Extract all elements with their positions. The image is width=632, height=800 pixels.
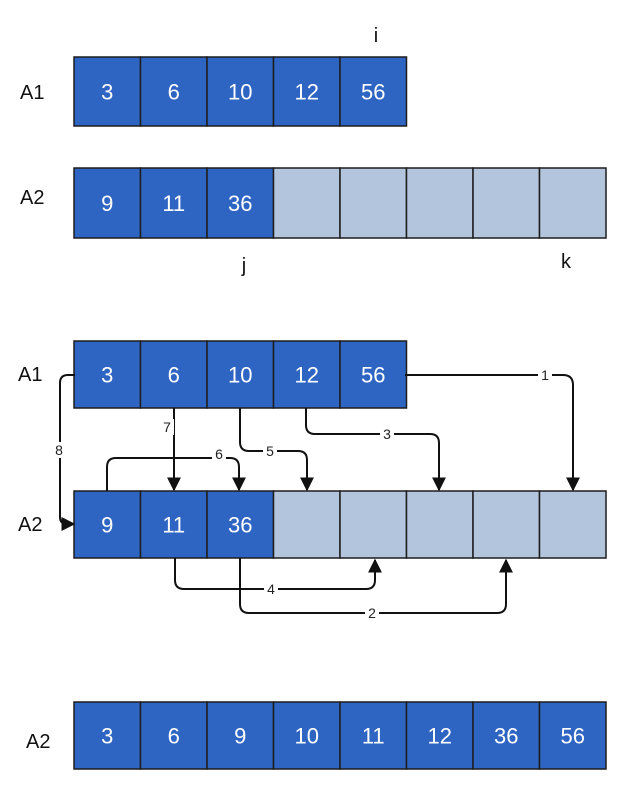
step-label-1: 1 [541, 367, 549, 383]
array-cell [206, 56, 275, 127]
array-cell-value: 3 [101, 363, 113, 388]
array-cell [206, 701, 275, 770]
array-cell-value: 56 [361, 80, 385, 105]
pointer-j-label: j [241, 255, 246, 277]
array-a2: 9 11 36 [73, 167, 607, 239]
array-a1: 3 6 10 12 56 [73, 340, 408, 409]
step-label-6: 6 [215, 446, 223, 462]
step-label-3: 3 [383, 426, 391, 442]
array-cell-empty [405, 490, 474, 559]
arrow-step-1 [405, 374, 580, 492]
array-cell [73, 167, 142, 239]
array-cell-value: 12 [428, 724, 452, 749]
array-cell [405, 701, 474, 770]
array-cell-value: 11 [162, 191, 185, 216]
array-cell-empty [339, 167, 408, 239]
array-cell [339, 56, 408, 127]
array-a2-label: A2 [18, 514, 42, 536]
array-cell [538, 701, 607, 770]
array-a1-label: A1 [20, 82, 44, 104]
array-a2-label: A2 [26, 731, 50, 753]
array-cell [272, 340, 341, 409]
array-cell-value: 36 [494, 724, 518, 749]
array-cell-empty [472, 167, 541, 239]
array-cell-value: 12 [295, 80, 319, 105]
array-cell-value: 12 [295, 363, 319, 388]
array-cell [206, 490, 275, 559]
arrow-step-3 [305, 408, 446, 492]
array-cell-empty [405, 167, 474, 239]
array-cell [139, 701, 208, 770]
array-cell-value: 36 [228, 191, 252, 216]
step-label-5: 5 [266, 443, 274, 459]
array-cell [73, 701, 142, 770]
array-cell [139, 167, 208, 239]
array-cell [206, 167, 275, 239]
pointer-i-label: i [374, 25, 378, 47]
array-cell-value: 3 [101, 80, 113, 105]
array-cell-value: 6 [168, 363, 180, 388]
array-cell [139, 56, 208, 127]
step-labels: 1 2 3 4 5 6 7 8 [52, 367, 552, 621]
array-cell-empty [538, 167, 607, 239]
array-a2-label: A2 [20, 187, 44, 209]
array-cell-value: 10 [228, 363, 252, 388]
array-cell-value: 6 [168, 80, 180, 105]
array-cell [139, 340, 208, 409]
array-cell-empty [272, 167, 341, 239]
array-cell-value: 9 [101, 513, 113, 538]
array-cell-value: 36 [228, 513, 252, 538]
pointer-k-label: k [561, 251, 572, 273]
array-cell-empty [272, 490, 341, 559]
array-cell-value: 10 [228, 80, 252, 105]
step-label-2: 2 [368, 605, 376, 621]
array-a1-label: A1 [18, 364, 42, 386]
array-cell [472, 701, 541, 770]
array-cell [339, 340, 408, 409]
array-cell-empty [472, 490, 541, 559]
array-cell-value: 11 [162, 513, 185, 538]
array-a1: 3 6 10 12 56 [73, 56, 408, 127]
array-cell-value: 56 [561, 724, 585, 749]
array-cell-value: 6 [168, 724, 180, 749]
step-label-4: 4 [267, 581, 275, 597]
array-cell-empty [339, 490, 408, 559]
array-a2: 9 11 36 [73, 490, 607, 559]
array-cell [73, 56, 142, 127]
array-cell-empty [538, 490, 607, 559]
array-cell-value: 10 [295, 724, 319, 749]
step-label-7: 7 [163, 419, 171, 435]
array-cell-value: 56 [361, 363, 385, 388]
array-cell [339, 701, 408, 770]
array-cell-value: 9 [101, 191, 113, 216]
array-cell-value: 3 [101, 724, 113, 749]
array-cell [272, 701, 341, 770]
step-label-8: 8 [55, 442, 63, 458]
array-cell-value: 9 [234, 724, 246, 749]
array-cell-value: 11 [362, 724, 385, 749]
